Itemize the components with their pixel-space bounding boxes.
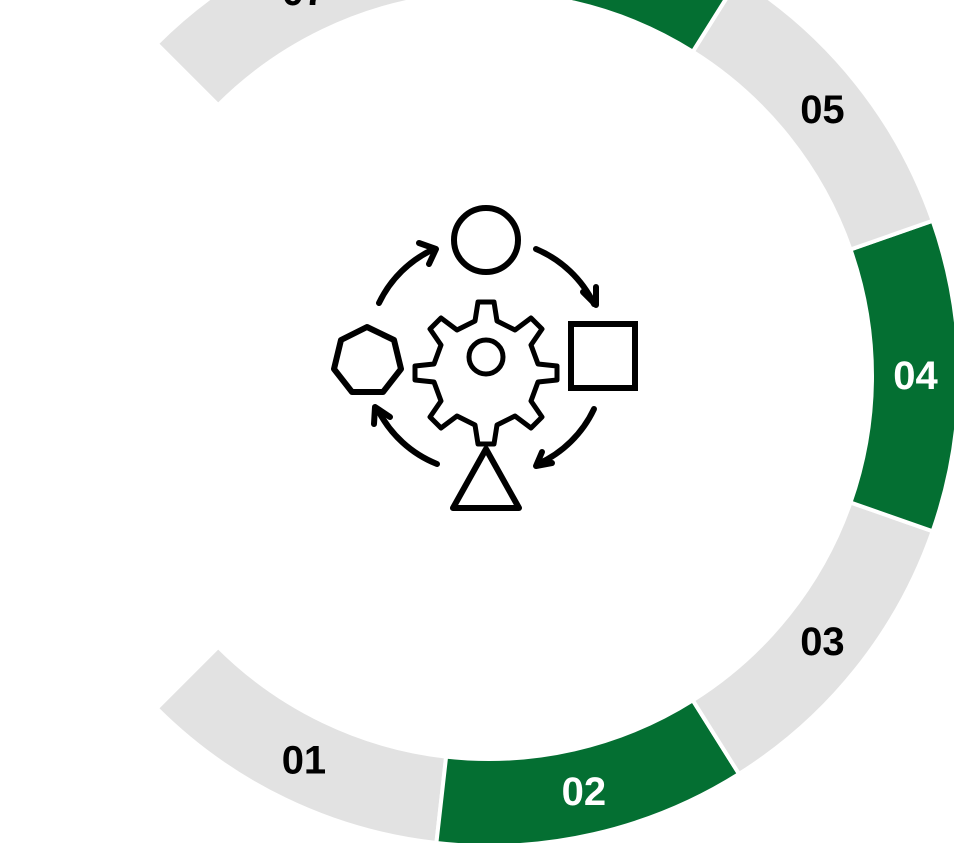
circle-shape-icon (451, 205, 521, 275)
segment-label-04: 04 (893, 354, 938, 398)
cycle-arrows-icon (371, 240, 599, 469)
ring-segment-07 (153, 0, 428, 109)
segment-label-02: 02 (562, 770, 607, 814)
segment-label-05: 05 (800, 88, 845, 132)
segment-label-01: 01 (282, 738, 327, 782)
ring-segments: 01020304050607 (153, 0, 954, 843)
ring-segment-05 (690, 0, 936, 253)
heptagon-shape-icon (331, 324, 404, 395)
triangle-shape-icon (450, 446, 522, 511)
ring-segment-06 (549, 0, 728, 55)
process-cycle-icon (331, 205, 638, 511)
segment-label-03: 03 (800, 620, 845, 664)
ring-segment-01 (153, 643, 449, 843)
square-shape-icon (568, 321, 638, 391)
gear-icon (412, 299, 560, 447)
segment-label-07: 07 (282, 0, 327, 14)
